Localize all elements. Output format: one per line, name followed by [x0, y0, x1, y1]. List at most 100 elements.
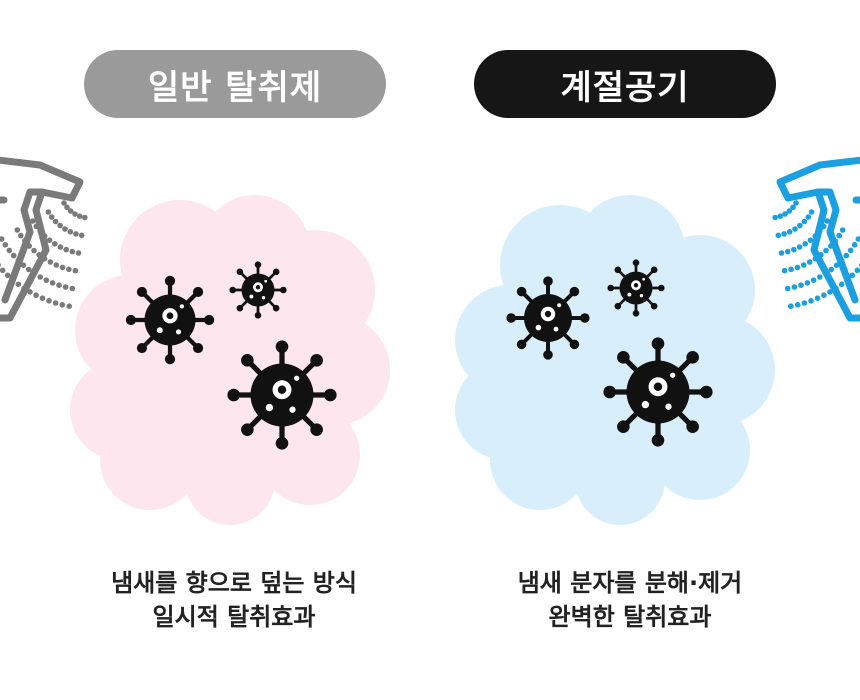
caption-right-line1: 냄새 분자를 분해·제거 [517, 569, 743, 597]
mist-dot [808, 209, 815, 215]
cloud-right [455, 195, 775, 525]
mist-dot [72, 267, 79, 274]
mist-dot [821, 292, 827, 299]
mist-dot [62, 226, 68, 232]
mist-dot [838, 281, 845, 288]
caption-right: 냄새 분자를 분해·제거 완벽한 탈취효과 [420, 566, 840, 634]
mist-dot [843, 252, 850, 259]
mist-dot [790, 204, 796, 211]
mist-dot [47, 259, 54, 265]
mist-dot [788, 266, 794, 273]
mist-dot [836, 232, 842, 239]
mist-dot [827, 289, 833, 295]
mist-dot [6, 247, 13, 254]
mist-dot [804, 280, 811, 286]
mist-dot [30, 218, 36, 224]
mist-dot [791, 284, 798, 290]
virus-icon [506, 276, 589, 359]
mist-dot [52, 218, 59, 225]
mist-dot [797, 222, 803, 229]
mist-dot [45, 209, 52, 215]
mist-dot [63, 246, 69, 253]
mist-dot [772, 214, 778, 221]
mist-dot [782, 211, 788, 217]
mist-dot [2, 242, 9, 248]
mist-dot [775, 232, 782, 239]
caption-left-line2: 일시적 탈취효과 [152, 603, 316, 631]
mist-dot [808, 298, 814, 304]
mist-dot [801, 300, 808, 306]
mist-dot [824, 218, 830, 224]
mist-dot [66, 303, 72, 310]
mist-dot [800, 262, 807, 268]
mist-dot [10, 252, 17, 259]
mist-dot [794, 302, 801, 308]
virus-icon [606, 258, 666, 318]
mist-dot [786, 208, 793, 214]
mist-dot [781, 267, 788, 274]
mist-dot [784, 285, 791, 292]
mist-dot [788, 303, 794, 310]
mist-dot [78, 232, 85, 239]
mist-dot [49, 280, 56, 286]
spray-bottle-icon [0, 156, 84, 322]
mist-dot [0, 267, 6, 274]
mist-dot [793, 200, 799, 206]
mist-dot [59, 264, 66, 271]
mist-dot [73, 231, 79, 237]
mist-dot [781, 231, 787, 237]
spray-mist-right [772, 200, 860, 310]
caption-left: 냄새를 향으로 덮는 방식 일시적 탈취효과 [24, 566, 444, 634]
mist-dot [25, 266, 32, 273]
mist-dot [59, 302, 66, 308]
mist-dot [46, 298, 52, 304]
mist-dot [0, 263, 1, 268]
season-air-title: 계절공기 [560, 67, 690, 108]
mist-dot [814, 295, 821, 302]
cloud-left [70, 195, 390, 525]
mist-dot [778, 250, 785, 256]
general-deodorant-label: 일반 탈취제 [84, 50, 386, 118]
mist-dot [31, 247, 37, 254]
mist-dot [851, 242, 858, 248]
mist-dot [56, 282, 62, 289]
mist-dot [802, 241, 808, 247]
mist-dot [810, 277, 817, 284]
mist-dot [854, 267, 860, 274]
mist-dot [0, 236, 5, 242]
mist-dot [15, 281, 22, 288]
virus-icon [228, 260, 288, 320]
mist-dot [52, 300, 59, 306]
virus-icon [227, 340, 336, 449]
mist-dot [786, 229, 793, 235]
mist-dot [75, 250, 82, 256]
mist-dot [792, 226, 798, 232]
mist-dot [14, 227, 21, 233]
mist-dot [33, 292, 39, 299]
mist-dot [67, 208, 74, 214]
mist-dot [805, 214, 812, 220]
mist-dot [48, 214, 55, 220]
mist-dot [4, 272, 11, 279]
spray-bottle-icon [776, 156, 860, 322]
mist-dot [807, 237, 814, 243]
mist-dot [57, 222, 63, 229]
mist-dot [69, 285, 76, 292]
mist-dot [855, 236, 860, 242]
mist-dot [82, 214, 88, 221]
mist-dot [76, 213, 83, 219]
mist-dot [784, 248, 791, 255]
mist-dot [839, 227, 846, 233]
mist-dot [67, 229, 74, 235]
mist-dot [43, 277, 50, 284]
mist-dot [72, 211, 78, 217]
mist-dot [801, 218, 808, 225]
virus-icon [126, 276, 214, 364]
mist-dot [57, 244, 64, 250]
mist-dot [18, 232, 24, 239]
mist-dot [46, 237, 53, 243]
caption-right-line2: 완벽한 탈취효과 [548, 603, 712, 631]
mist-dot [828, 266, 835, 273]
mist-dot [52, 241, 58, 247]
